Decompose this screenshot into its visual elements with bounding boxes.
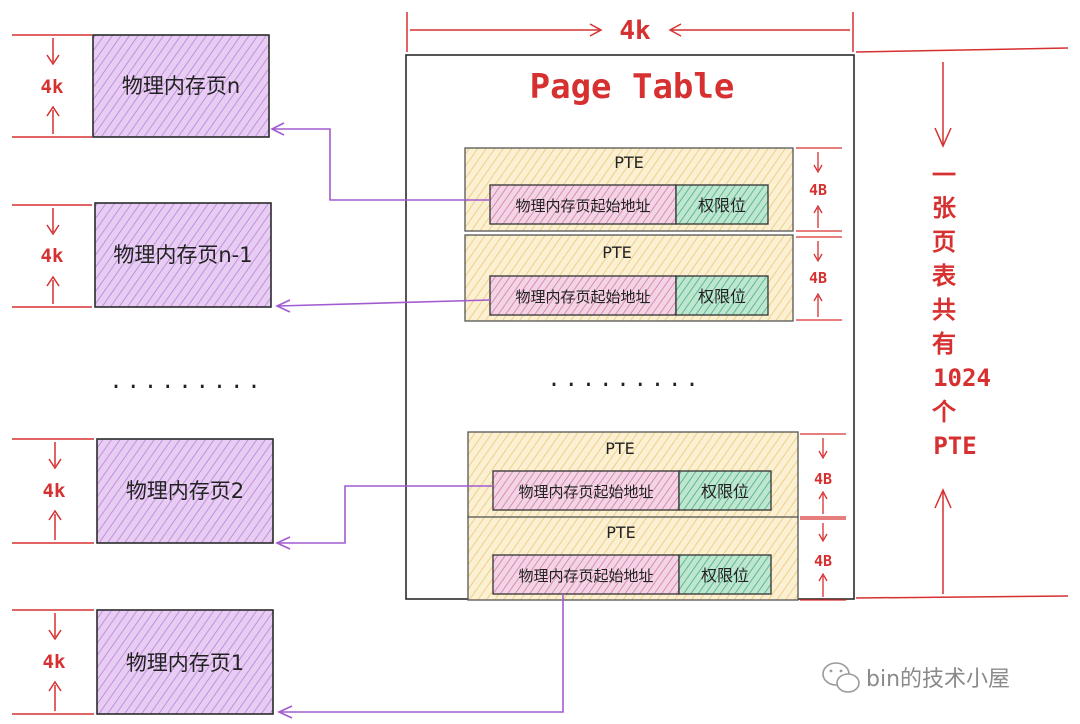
note-char: 共 xyxy=(932,296,956,324)
physical-page-n: 物理内存页n xyxy=(92,34,270,138)
pte-address-field xyxy=(492,554,680,595)
physical-page-1: 物理内存页1 xyxy=(96,609,274,715)
note-pte: PTE xyxy=(933,432,976,460)
pte-label: PTE xyxy=(606,523,636,542)
pte-permission-field xyxy=(675,184,769,225)
pte-size-label: 4B xyxy=(814,470,832,488)
page-table-width-label: 4k xyxy=(619,16,651,46)
pte-label: PTE xyxy=(602,243,632,262)
pte-permission-field xyxy=(675,275,769,316)
pte-size-marker-1 xyxy=(796,147,842,232)
page-table-width-marker xyxy=(406,12,854,52)
pte-to-page-arrows xyxy=(270,122,564,719)
note-char: 个 xyxy=(932,398,957,426)
pte-label: PTE xyxy=(614,153,644,172)
pte-permission-field xyxy=(678,470,772,511)
pte-address-label: 物理内存页起始地址 xyxy=(518,567,653,585)
note-char: 有 xyxy=(932,330,956,358)
page-table-capacity-note: 一 张 页 表 共 有 1024 个 PTE xyxy=(932,161,991,460)
pte-permission-field xyxy=(678,554,772,595)
pte-entry-2: PTE 物理内存页起始地址 权限位 xyxy=(464,234,794,322)
pte-entry-3: PTE 物理内存页起始地址 权限位 xyxy=(467,431,799,519)
pte-size-label: 4B xyxy=(814,552,832,570)
page-size-label: 4k xyxy=(41,245,64,267)
note-count: 1024 xyxy=(933,364,991,392)
pte-permission-label: 权限位 xyxy=(701,482,749,501)
wechat-icon xyxy=(822,662,860,693)
physical-pages-ellipsis: ......... xyxy=(109,369,264,394)
page-size-marker-1 xyxy=(12,609,94,715)
pte-size-label: 4B xyxy=(809,181,827,199)
physical-page-2: 物理内存页2 xyxy=(96,438,274,544)
physical-page-label: 物理内存页2 xyxy=(126,479,244,503)
pte-label: PTE xyxy=(605,439,635,458)
page-table-height-marker xyxy=(855,47,1069,599)
page-size-label: 4k xyxy=(43,651,66,673)
pte-size-marker-4 xyxy=(800,518,846,601)
page-size-label: 4k xyxy=(43,480,66,502)
page-table-ellipsis: ......... xyxy=(547,367,702,392)
pte-entry-4: PTE 物理内存页起始地址 权限位 xyxy=(467,516,799,601)
page-table-title: Page Table xyxy=(530,67,735,107)
watermark: bin的技术小屋 xyxy=(822,662,1010,693)
physical-page-label: 物理内存页n-1 xyxy=(113,243,252,267)
page-size-marker-2 xyxy=(12,438,94,544)
pte-size-label: 4B xyxy=(809,269,827,287)
pte-address-label: 物理内存页起始地址 xyxy=(518,483,653,501)
pte-address-field xyxy=(492,470,680,511)
pte-entry-1: PTE 物理内存页起始地址 权限位 xyxy=(464,147,794,232)
pte-permission-label: 权限位 xyxy=(701,566,749,585)
pte-address-label: 物理内存页起始地址 xyxy=(515,197,650,215)
page-size-marker-n xyxy=(12,34,92,138)
pte-address-label: 物理内存页起始地址 xyxy=(515,288,650,306)
note-char: 张 xyxy=(932,194,957,222)
pte-permission-label: 权限位 xyxy=(698,196,746,215)
note-char: 一 xyxy=(932,161,956,189)
physical-page-label: 物理内存页n xyxy=(122,74,240,98)
physical-page-label: 物理内存页1 xyxy=(126,651,244,675)
pte-address-field xyxy=(489,184,677,225)
pte-size-marker-3 xyxy=(800,433,846,518)
page-size-marker-n-1 xyxy=(12,204,92,308)
note-char: 表 xyxy=(932,262,957,290)
watermark-text: bin的技术小屋 xyxy=(866,667,1010,692)
pte-size-marker-2 xyxy=(796,236,842,321)
page-size-label: 4k xyxy=(41,76,64,98)
arrow-pte4-to-page-1 xyxy=(280,594,564,713)
pte-permission-label: 权限位 xyxy=(698,287,746,306)
note-char: 页 xyxy=(932,228,956,256)
arrow-pte3-to-page-2 xyxy=(278,485,493,544)
physical-page-n-1: 物理内存页n-1 xyxy=(94,202,272,308)
arrow-pte2-to-page-n-1 xyxy=(277,299,491,307)
arrow-pte1-to-page-n xyxy=(273,128,490,201)
